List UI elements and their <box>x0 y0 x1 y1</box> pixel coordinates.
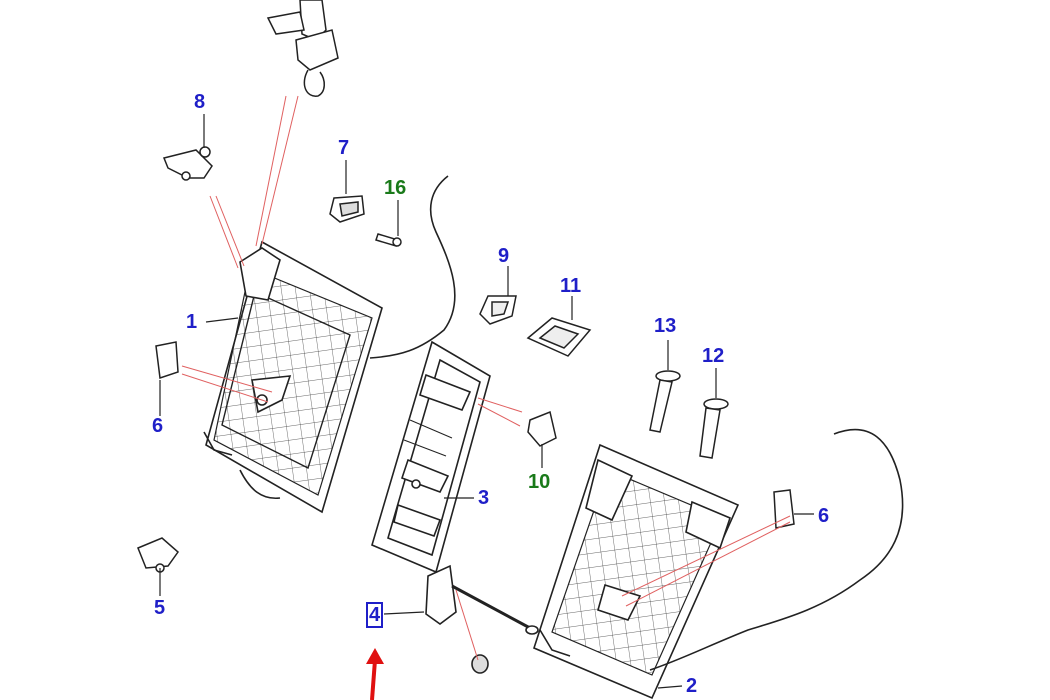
callout-part-13[interactable]: 13 <box>654 315 677 337</box>
latch-part-6-left <box>155 341 179 380</box>
callout-part-5[interactable]: 5 <box>154 597 166 619</box>
bracket-part-8 <box>162 146 213 181</box>
callout-part-8[interactable]: 8 <box>194 91 206 113</box>
seat-back-frame-left <box>203 240 383 514</box>
callout-part-3[interactable]: 3 <box>478 487 490 509</box>
callout-part-1[interactable]: 1 <box>186 311 198 333</box>
bolt-part-16 <box>375 233 402 247</box>
clip-part-5 <box>137 537 180 573</box>
callout-part-9[interactable]: 9 <box>498 245 510 267</box>
callout-part-12[interactable]: 12 <box>702 345 725 367</box>
callout-part-6-right[interactable]: 6 <box>818 505 830 527</box>
cover-part-9 <box>479 295 517 325</box>
release-cable-lower <box>649 428 904 671</box>
bezel-part-11 <box>526 317 592 357</box>
clip-part-10 <box>527 410 557 447</box>
callout-part-4-highlighted[interactable]: 4 <box>366 602 384 628</box>
handle-part-7 <box>329 195 365 223</box>
seat-back-frame-right <box>533 443 740 700</box>
pin-part-13 <box>649 370 681 433</box>
callout-part-7[interactable]: 7 <box>338 137 350 159</box>
callout-part-2[interactable]: 2 <box>686 675 698 697</box>
highlight-arrow <box>366 648 384 700</box>
release-cable-upper <box>369 175 456 359</box>
leader-lines <box>181 95 791 661</box>
latch-mechanism-top <box>266 0 339 97</box>
latch-part-6-right <box>773 489 795 529</box>
pin-part-12 <box>699 398 729 459</box>
seat-back-frame-center <box>371 340 491 574</box>
pivot-bracket-part-4 <box>425 564 539 674</box>
callout-part-10[interactable]: 10 <box>528 471 551 493</box>
callout-part-6-left[interactable]: 6 <box>152 415 164 437</box>
callout-stems <box>159 114 814 689</box>
callout-part-16[interactable]: 16 <box>384 177 407 199</box>
callout-part-11[interactable]: 11 <box>560 275 582 297</box>
